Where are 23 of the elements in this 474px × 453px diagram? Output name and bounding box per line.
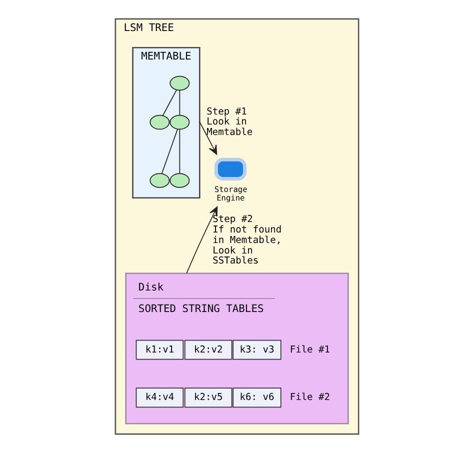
node-box: k6: v6 bbox=[232, 388, 282, 408]
node-box: k4:v4 bbox=[136, 388, 184, 408]
node-box: k2:v5 bbox=[184, 388, 232, 408]
edge-label: Step #1 Look in Memtable bbox=[206, 106, 253, 138]
label: File #1 bbox=[290, 344, 330, 356]
node-circle bbox=[150, 114, 170, 130]
node-box: k2:v2 bbox=[184, 340, 232, 360]
node-circle bbox=[170, 76, 190, 91]
connector bbox=[161, 128, 178, 174]
node-box: k3: v3 bbox=[232, 340, 282, 360]
cluster: MEMTABLE bbox=[132, 46, 200, 198]
node-circle bbox=[150, 173, 170, 188]
arrow bbox=[186, 206, 218, 274]
node-box: k1:v1 bbox=[136, 340, 184, 360]
node-circle bbox=[170, 114, 190, 130]
connector bbox=[179, 90, 180, 116]
arrow bbox=[199, 122, 218, 155]
node-circle bbox=[170, 173, 190, 188]
node-label: Storage Engine bbox=[214, 184, 248, 203]
edge-label: Step #2 If not found in Memtable, Look in SSTables bbox=[212, 214, 282, 267]
connector bbox=[162, 89, 177, 116]
connector bbox=[179, 128, 180, 174]
label: File #2 bbox=[290, 392, 330, 404]
